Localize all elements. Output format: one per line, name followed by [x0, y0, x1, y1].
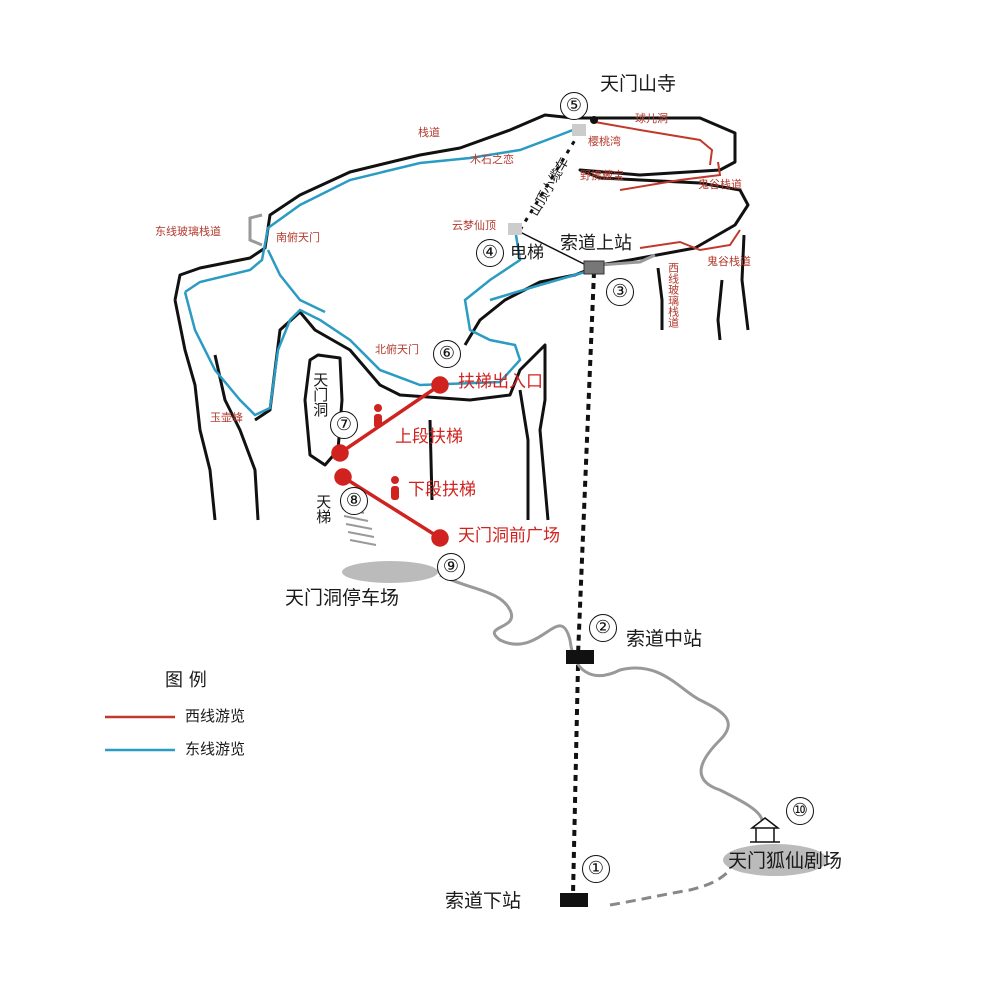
east-glass-plank-road [248, 213, 263, 247]
station-1-label: 索道下站 [445, 890, 522, 912]
nanfu-label: 南俯天门 [276, 231, 320, 244]
escalator-person-icons [374, 404, 399, 500]
station-10-label: 天门狐仙剧场 [728, 850, 843, 872]
plank-label: 栈道 [418, 126, 440, 139]
legend-west-label: 西线游览 [185, 707, 246, 725]
station-9-number: ⑨ [437, 553, 465, 581]
station-5-label: 天门山寺 [600, 73, 677, 95]
station-2-number: ② [589, 614, 617, 642]
station-6-label: 扶梯出入口 [458, 372, 543, 392]
middle-station-marker [566, 650, 594, 664]
station-4-number: ④ [476, 239, 504, 267]
upper-station-marker [583, 260, 605, 275]
cave-label: 天门洞 [311, 372, 330, 417]
station-4-label: 电梯 [510, 243, 544, 263]
yunmeng-marker [508, 223, 522, 235]
legend-title: 图 例 [165, 670, 207, 691]
station-9-label: 天门洞前广场 [458, 526, 560, 546]
yunmeng-label: 云梦仙顶 [452, 219, 496, 232]
station-3-number: ③ [606, 278, 634, 306]
legend-east-label: 东线游览 [185, 740, 246, 758]
parking-label: 天门洞停车场 [285, 587, 400, 609]
station-2-label: 索道中站 [626, 628, 703, 650]
lower-station-marker [560, 893, 588, 907]
theatre-icon [749, 817, 781, 843]
stairs-label: 天梯 [314, 494, 333, 524]
station-6-number: ⑥ [433, 340, 461, 368]
winding-road [439, 573, 764, 821]
mushi-label: 木石之恋 [470, 153, 514, 166]
east-glass-label: 东线玻璃栈道 [155, 225, 221, 238]
west-glass-label: 西线玻璃栈道 [666, 262, 680, 328]
station-1-number: ① [582, 855, 610, 883]
guigu-label-1: 鬼谷栈道 [698, 178, 742, 191]
road-to-theatre [609, 868, 732, 907]
elevator-line [519, 231, 593, 269]
minitrain-line [518, 139, 577, 231]
yingtao-label: 樱桃湾 [588, 135, 621, 148]
west-route-line [594, 121, 741, 252]
temple-dot [590, 116, 598, 124]
cableway-upper [576, 271, 596, 656]
escalator-lines [331, 376, 449, 547]
yingtao-marker [572, 124, 586, 136]
guigu-label-2: 鬼谷栈道 [707, 255, 751, 268]
station-10-number: ⑩ [786, 797, 814, 825]
parking-area [342, 561, 438, 583]
station-8-number: ⑧ [340, 487, 368, 515]
cableway-lower [571, 664, 580, 896]
cliff-outlines [173, 113, 750, 521]
station-8-label: 下段扶梯 [408, 480, 476, 500]
beifu-label: 北俯天门 [375, 343, 419, 356]
yefu-label: 野拂藏宝 [580, 169, 624, 182]
station-7-number: ⑦ [330, 411, 358, 439]
east-route-line [183, 126, 593, 417]
qiuer-label: 球儿洞 [635, 112, 668, 125]
station-5-number: ⑤ [560, 92, 588, 120]
station-3-label: 索道上站 [560, 233, 632, 254]
west-glass-plank-road [599, 253, 656, 267]
station-7-label: 上段扶梯 [395, 427, 463, 447]
theatre-area [723, 844, 827, 876]
yuhu-label: 玉壶峰 [210, 411, 243, 424]
